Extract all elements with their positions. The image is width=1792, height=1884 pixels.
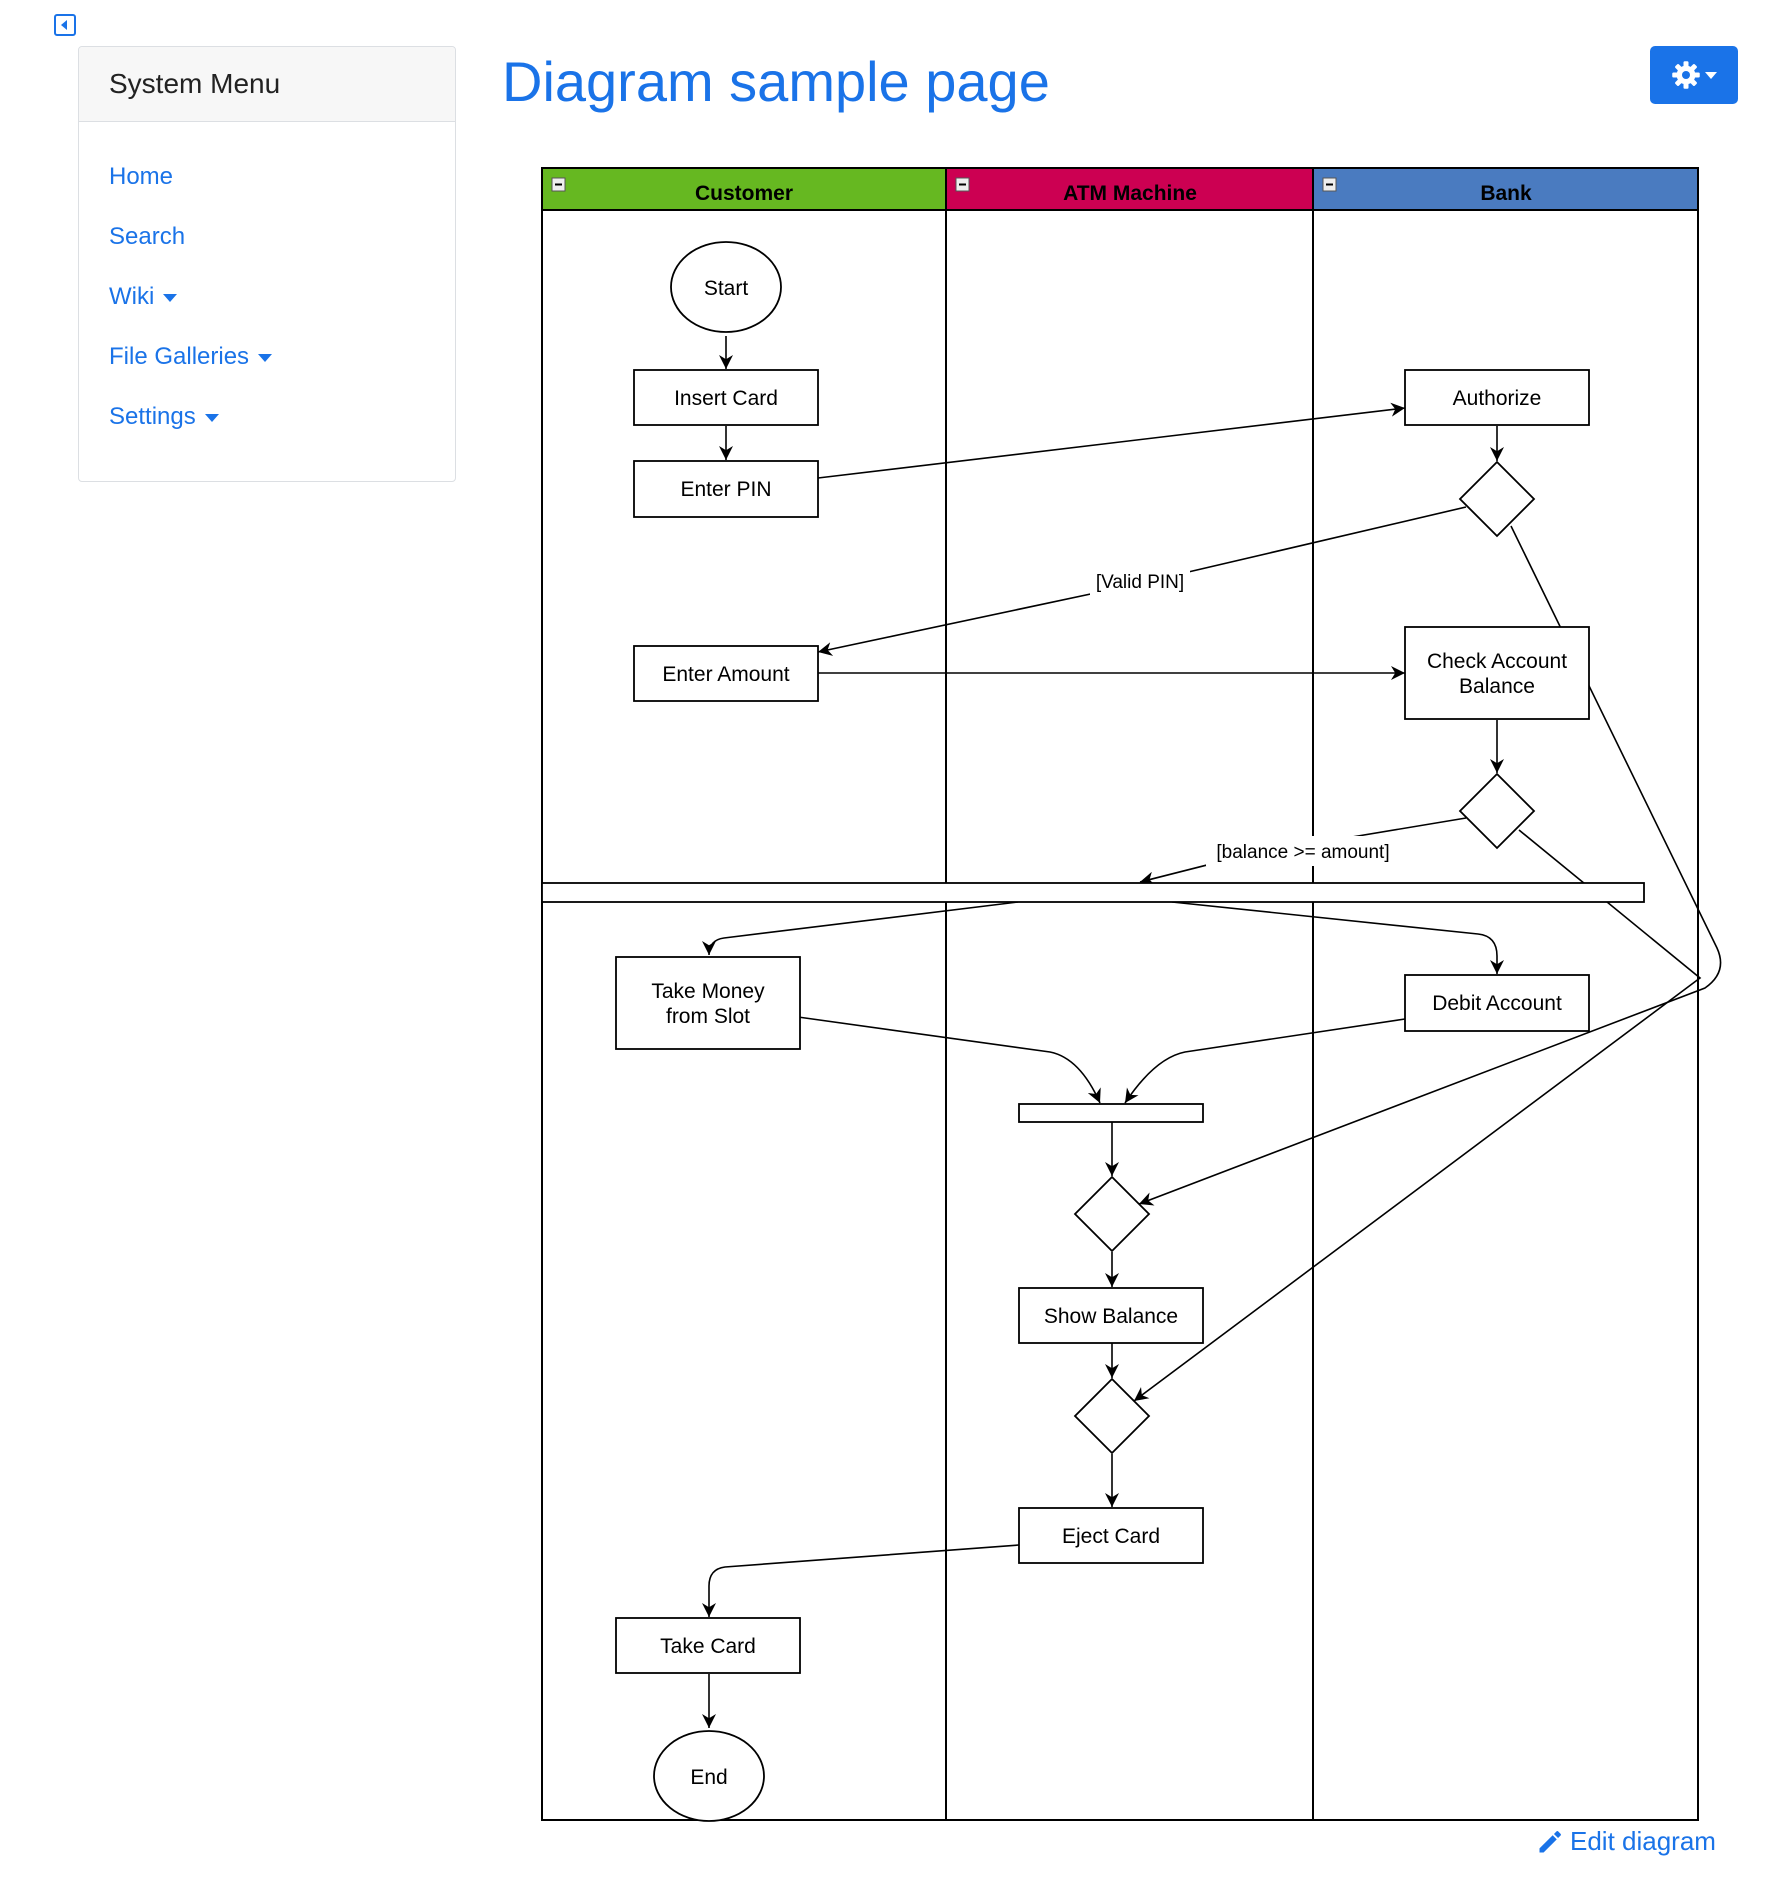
lane-title-bank: Bank xyxy=(1480,182,1532,205)
menu-item-file-galleries[interactable]: File Galleries xyxy=(109,337,273,377)
node-debit-account[interactable] xyxy=(1404,974,1590,1032)
system-menu: System Menu Home Search Wiki File Galler… xyxy=(78,46,456,482)
edge xyxy=(1124,1018,1406,1104)
lane-title-customer: Customer xyxy=(695,182,793,205)
node-enter-amount[interactable] xyxy=(633,645,819,702)
caret-down-icon xyxy=(1705,71,1717,79)
node-label: from Slot xyxy=(666,1005,750,1028)
node-label: Enter PIN xyxy=(680,478,771,501)
edge-label-bg xyxy=(1206,836,1402,866)
caret-down-icon xyxy=(258,354,273,362)
page-title: Diagram sample page xyxy=(502,50,1050,113)
menu-item-label: Settings xyxy=(109,403,196,430)
lane-collapse-icon[interactable] xyxy=(551,177,566,192)
node-label: Start xyxy=(704,277,749,300)
decision-balance[interactable] xyxy=(1458,772,1536,850)
page-settings-button[interactable] xyxy=(1650,46,1738,104)
node-label: End xyxy=(690,1766,727,1789)
menu-item-home[interactable]: Home xyxy=(109,157,173,197)
caret-down-icon xyxy=(204,414,219,422)
edge xyxy=(702,901,1019,956)
edge-label-valid-pin: [Valid PIN] xyxy=(1096,572,1184,593)
edit-diagram-link[interactable]: Edit diagram xyxy=(1536,1826,1716,1857)
lane-title-atm: ATM Machine xyxy=(1063,182,1197,205)
menu-item-label: Search xyxy=(109,223,186,250)
decision-merge[interactable] xyxy=(1073,1377,1151,1455)
node-eject-card[interactable] xyxy=(1018,1507,1204,1564)
decision-pin-valid[interactable] xyxy=(1458,460,1536,538)
node-insert-card[interactable] xyxy=(633,369,819,426)
edit-diagram-label: Edit diagram xyxy=(1570,1826,1716,1856)
menu-item-wiki[interactable]: Wiki xyxy=(109,277,178,317)
pencil-icon xyxy=(1539,1830,1562,1852)
edge xyxy=(817,402,1406,479)
node-label: Show Balance xyxy=(1044,1305,1178,1328)
decision-merge[interactable] xyxy=(1073,1175,1151,1253)
node-label: Debit Account xyxy=(1432,992,1562,1015)
node-label: Balance xyxy=(1459,675,1535,698)
node-take-money[interactable] xyxy=(615,956,801,1050)
node-check-account-balance[interactable] xyxy=(1404,626,1590,720)
lane-header-customer xyxy=(541,167,947,211)
lane-collapse-icon[interactable] xyxy=(955,177,970,192)
menu-item-settings[interactable]: Settings xyxy=(109,397,219,437)
fork-bar xyxy=(541,882,1645,903)
edge xyxy=(817,591,1101,656)
node-show-balance[interactable] xyxy=(1018,1287,1204,1344)
edge-label-balance-ok: [balance >= amount] xyxy=(1216,842,1389,863)
node-label: Eject Card xyxy=(1062,1525,1160,1548)
edge xyxy=(702,1544,1020,1617)
edge xyxy=(1183,506,1467,574)
menu-item-label: File Galleries xyxy=(109,343,250,370)
menu-item-label: Home xyxy=(109,163,174,190)
edge xyxy=(797,1016,1101,1104)
node-label: Take Money xyxy=(651,980,765,1003)
node-label: Insert Card xyxy=(674,387,778,410)
start-node[interactable] xyxy=(670,241,782,333)
node-label: Authorize xyxy=(1453,387,1542,410)
menu-item-search[interactable]: Search xyxy=(109,217,185,257)
node-label: Enter Amount xyxy=(662,663,789,686)
node-label: Take Card xyxy=(660,1635,756,1658)
system-menu-title: System Menu xyxy=(79,47,455,122)
gear-icon xyxy=(1672,61,1700,89)
node-label: Check Account xyxy=(1427,650,1567,673)
edge xyxy=(1171,901,1504,974)
join-bar xyxy=(1018,1103,1204,1123)
node-take-card[interactable] xyxy=(615,1617,801,1674)
edge xyxy=(1133,829,1702,1402)
caret-down-icon xyxy=(163,294,178,302)
collapse-sidebar-icon[interactable] xyxy=(54,14,76,36)
node-enter-pin[interactable] xyxy=(633,460,819,518)
node-authorize[interactable] xyxy=(1404,369,1590,426)
menu-item-label: Wiki xyxy=(109,283,155,310)
end-node[interactable] xyxy=(653,1730,765,1822)
edge-label-bg xyxy=(1090,566,1190,596)
lane-collapse-icon[interactable] xyxy=(1322,177,1337,192)
edge xyxy=(1138,525,1722,1206)
